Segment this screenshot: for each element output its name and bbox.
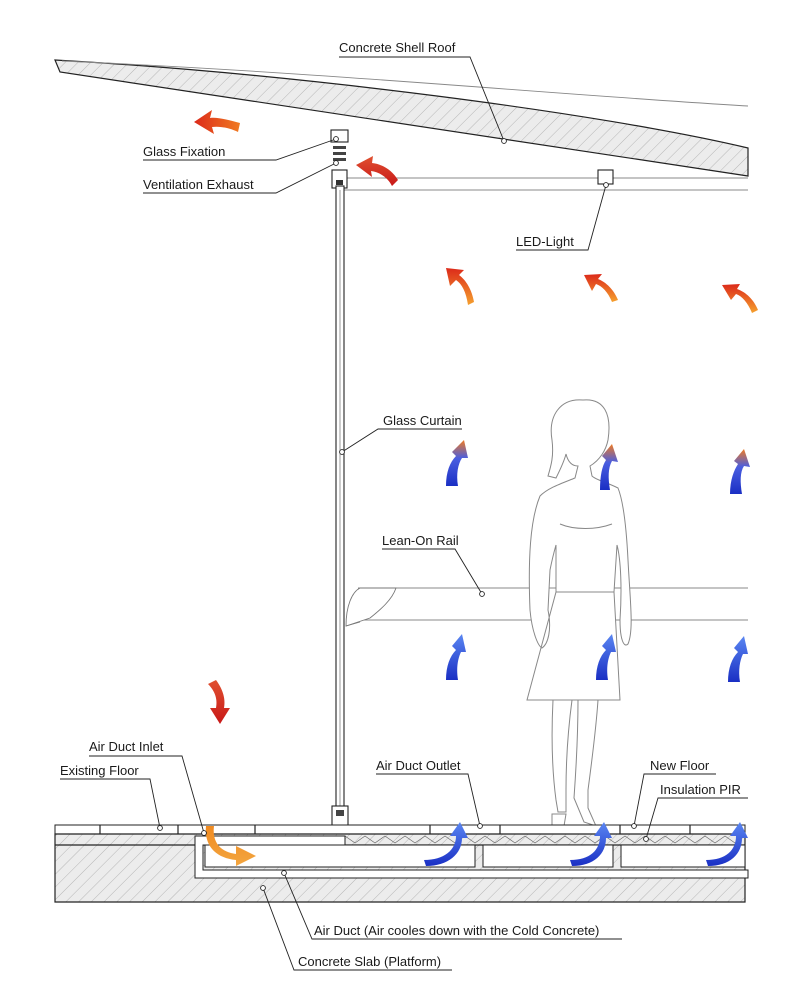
svg-text:Air Duct Inlet: Air Duct Inlet <box>89 739 164 754</box>
insulation-pir <box>344 835 746 844</box>
svg-text:Insulation PIR: Insulation PIR <box>660 782 741 797</box>
svg-text:Existing Floor: Existing Floor <box>60 763 139 778</box>
duct-inlet-arrow <box>205 826 256 866</box>
label-ventilation-exhaust: Ventilation Exhaust <box>143 160 339 194</box>
rising-warm-arrow-3 <box>722 284 758 313</box>
label-existing-floor: Existing Floor <box>60 763 163 831</box>
label-roof: Concrete Shell Roof <box>339 40 507 144</box>
led-light <box>597 169 614 185</box>
svg-text:Ventilation Exhaust: Ventilation Exhaust <box>143 177 254 192</box>
rising-mixed-arrow-3 <box>730 449 750 494</box>
duct-outlet-arrow-1 <box>424 822 468 866</box>
supply-down-arrow <box>208 680 230 724</box>
person-figure <box>526 399 632 827</box>
concrete-shell-roof <box>54 59 749 191</box>
rising-cool-arrow-1 <box>446 634 466 680</box>
rising-warm-arrow-2 <box>584 274 618 302</box>
label-lean-on-rail: Lean-On Rail <box>382 533 485 597</box>
rising-cool-arrow-2 <box>596 634 616 680</box>
svg-text:New Floor: New Floor <box>650 758 710 773</box>
glass-curtain <box>331 185 349 837</box>
svg-text:Air Duct Outlet: Air Duct Outlet <box>376 758 461 773</box>
rising-cool-arrow-3 <box>728 636 748 682</box>
duct-outlet-arrow-3 <box>706 822 748 866</box>
svg-text:Concrete Slab (Platform): Concrete Slab (Platform) <box>298 954 441 969</box>
rising-mixed-arrow-1 <box>446 440 468 486</box>
label-air-duct-inlet: Air Duct Inlet <box>89 739 207 836</box>
label-slab: Concrete Slab (Platform) <box>260 885 452 971</box>
label-glass-curtain: Glass Curtain <box>339 413 462 455</box>
exhaust-inlet-arrow <box>356 156 398 186</box>
rising-mixed-arrow-2 <box>600 444 618 490</box>
svg-text:Air Duct (Air cooles down with: Air Duct (Air cooles down with the Cold … <box>314 923 599 938</box>
label-air-duct-outlet: Air Duct Outlet <box>376 758 483 829</box>
duct-outlet-arrow-2 <box>570 822 612 866</box>
rising-warm-arrow-1 <box>446 268 474 305</box>
label-insulation: Insulation PIR <box>643 782 748 842</box>
svg-text:Glass Fixation: Glass Fixation <box>143 144 225 159</box>
label-glass-fixation: Glass Fixation <box>143 136 339 161</box>
air-duct <box>194 835 749 879</box>
label-air-duct: Air Duct (Air cooles down with the Cold … <box>281 870 622 940</box>
concrete-slab <box>54 833 746 903</box>
warm-exhaust-arrow <box>194 110 240 134</box>
label-new-floor: New Floor <box>631 758 716 829</box>
svg-text:Lean-On Rail: Lean-On Rail <box>382 533 459 548</box>
label-led-light: LED-Light <box>516 182 609 251</box>
svg-text:LED-Light: LED-Light <box>516 234 574 249</box>
svg-text:Concrete Shell Roof: Concrete Shell Roof <box>339 40 456 55</box>
svg-text:Glass Curtain: Glass Curtain <box>383 413 462 428</box>
